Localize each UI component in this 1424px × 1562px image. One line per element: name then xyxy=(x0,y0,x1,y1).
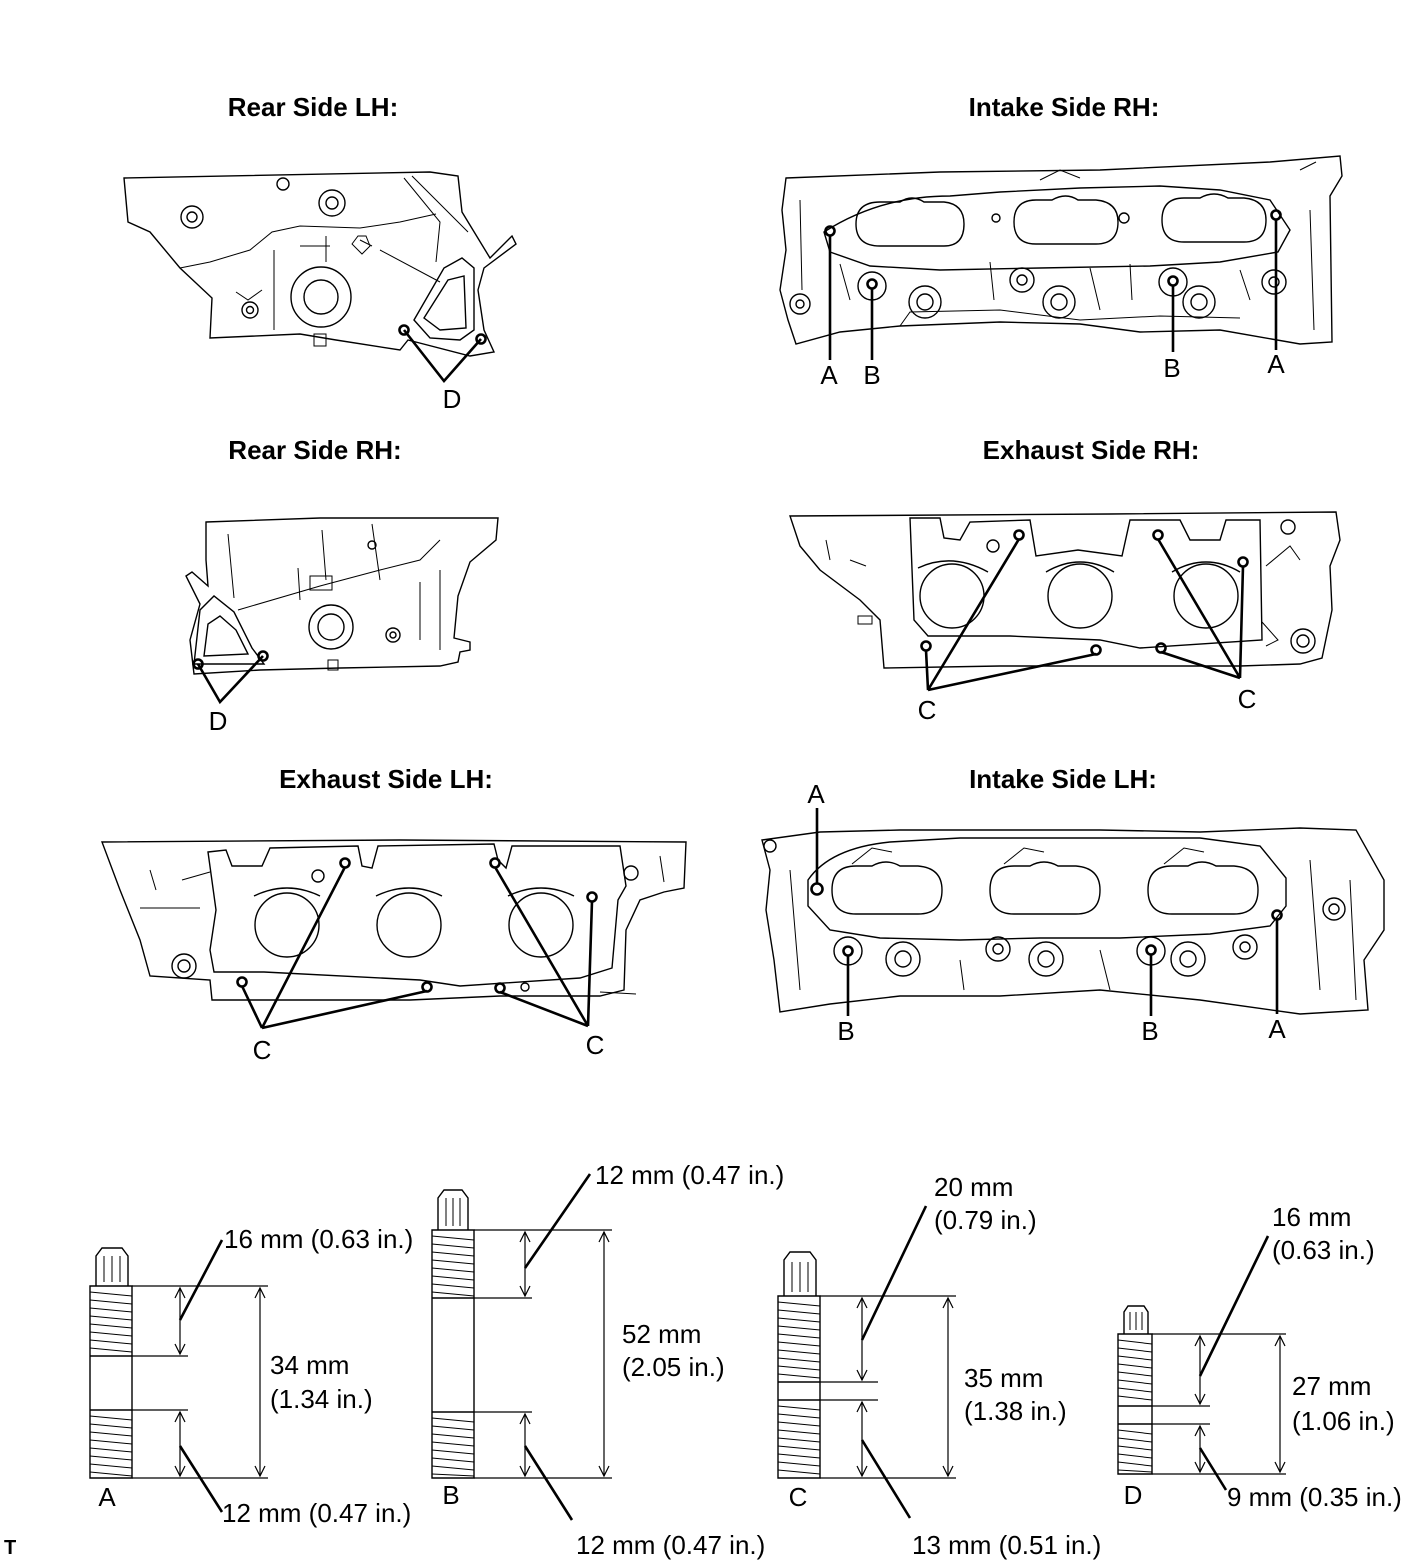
exhaust-side-rh-view: Exhaust Side RH: C C xyxy=(789,435,1341,725)
exhaust-side-lh-label-c2: C xyxy=(586,1030,605,1060)
footer-mark: T xyxy=(4,1537,16,1559)
stud-d-dim-total-mm: 27 mm xyxy=(1292,1371,1371,1401)
stud-b-dim-total-mm: 52 mm xyxy=(622,1319,701,1349)
stud-a-body xyxy=(89,1285,133,1479)
rear-side-lh-label-d: D xyxy=(443,384,462,414)
stud-a-dim-lower: 12 mm (0.47 in.) xyxy=(222,1498,411,1528)
intake-side-rh-view: Intake Side RH: xyxy=(779,92,1343,390)
stud-a-head xyxy=(95,1247,129,1286)
intake-side-lh-label-b2: B xyxy=(1141,1016,1158,1046)
stud-b-dim-upper: 12 mm (0.47 in.) xyxy=(595,1160,784,1190)
stud-b-thread-upper xyxy=(431,1235,475,1297)
intake-side-rh-label-a1: A xyxy=(820,360,838,390)
stud-b-head xyxy=(437,1189,469,1230)
stud-d-letter: D xyxy=(1124,1480,1143,1510)
stud-a-thread-upper xyxy=(89,1291,133,1353)
stud-a-letter: A xyxy=(98,1482,116,1512)
exhaust-side-rh-label-c2: C xyxy=(1238,684,1257,714)
stud-a-dim-upper: 16 mm (0.63 in.) xyxy=(224,1224,413,1254)
stud-b-dim-total-in: (2.05 in.) xyxy=(622,1352,725,1382)
stud-b: B 12 mm (0.47 in.) 52 mm (2.05 in.) 12 m… xyxy=(431,1160,784,1560)
intake-side-lh-view: Intake Side LH: xyxy=(761,764,1385,1046)
exhaust-side-lh-drawing xyxy=(100,839,687,1001)
stud-d-dim-upper-in: (0.63 in.) xyxy=(1272,1235,1375,1265)
exhaust-side-lh-view: Exhaust Side LH: C C xyxy=(100,764,687,1065)
stud-d-dim-upper-mm: 16 mm xyxy=(1272,1202,1351,1232)
intake-side-lh-label-b1: B xyxy=(837,1016,854,1046)
rear-side-rh-title: Rear Side RH: xyxy=(228,435,401,465)
stud-c-thread-upper xyxy=(777,1301,821,1379)
stud-d-thread-lower xyxy=(1117,1429,1153,1473)
exhaust-side-rh-title: Exhaust Side RH: xyxy=(983,435,1200,465)
stud-a: A 16 mm (0.63 in.) 34 mm (1.34 in.) 12 m… xyxy=(89,1224,413,1528)
stud-c-dim-total-in: (1.38 in.) xyxy=(964,1396,1067,1426)
stud-b-thread-lower xyxy=(431,1417,475,1477)
intake-side-lh-drawing xyxy=(761,827,1385,1015)
intake-side-rh-label-b1: B xyxy=(863,360,880,390)
stud-c-head xyxy=(783,1251,817,1296)
stud-c-dim-total-mm: 35 mm xyxy=(964,1363,1043,1393)
stud-c: C 20 mm (0.79 in.) 35 mm (1.38 in.) 13 m… xyxy=(777,1172,1101,1560)
intake-side-rh-label-b2: B xyxy=(1163,353,1180,383)
stud-d-body xyxy=(1117,1333,1153,1475)
rear-side-lh-title: Rear Side LH: xyxy=(228,92,399,122)
stud-d: D 16 mm (0.63 in.) 27 mm (1.06 in.) 9 mm… xyxy=(1117,1202,1402,1512)
rear-side-rh-view: Rear Side RH: D xyxy=(185,435,499,736)
stud-c-dim-upper-mm: 20 mm xyxy=(934,1172,1013,1202)
rear-side-rh-drawing xyxy=(185,517,499,675)
stud-a-dim-total-mm: 34 mm xyxy=(270,1350,349,1380)
stud-d-dim-lower: 9 mm (0.35 in.) xyxy=(1227,1482,1402,1512)
intake-side-rh-label-a2: A xyxy=(1267,349,1285,379)
stud-d-thread-upper xyxy=(1117,1339,1153,1401)
intake-side-lh-label-a2: A xyxy=(1268,1014,1286,1044)
exhaust-side-rh-label-c1: C xyxy=(918,695,937,725)
rear-side-lh-drawing xyxy=(123,171,517,357)
exhaust-side-lh-title: Exhaust Side LH: xyxy=(279,764,493,794)
stud-c-letter: C xyxy=(789,1482,808,1512)
intake-side-lh-label-a1: A xyxy=(807,779,825,809)
intake-side-lh-title: Intake Side LH: xyxy=(969,764,1157,794)
stud-c-dim-upper-in: (0.79 in.) xyxy=(934,1205,1037,1235)
stud-c-body xyxy=(777,1295,821,1479)
stud-a-thread-lower xyxy=(89,1415,133,1477)
stud-b-letter: B xyxy=(442,1480,459,1510)
stud-c-dim-lower: 13 mm (0.51 in.) xyxy=(912,1530,1101,1560)
stud-b-body xyxy=(431,1229,475,1479)
rear-side-rh-label-d: D xyxy=(209,706,228,736)
intake-side-rh-drawing xyxy=(779,155,1343,345)
intake-side-rh-title: Intake Side RH: xyxy=(969,92,1160,122)
stud-a-dim-total-in: (1.34 in.) xyxy=(270,1384,373,1414)
exhaust-side-rh-drawing xyxy=(789,511,1341,669)
stud-d-dim-total-in: (1.06 in.) xyxy=(1292,1406,1395,1436)
exhaust-side-lh-label-c1: C xyxy=(253,1035,272,1065)
stud-b-dim-lower: 12 mm (0.47 in.) xyxy=(576,1530,765,1560)
stud-c-thread-lower xyxy=(777,1405,821,1475)
rear-side-lh-view: Rear Side LH: D xyxy=(123,92,517,414)
stud-d-head xyxy=(1123,1305,1149,1334)
